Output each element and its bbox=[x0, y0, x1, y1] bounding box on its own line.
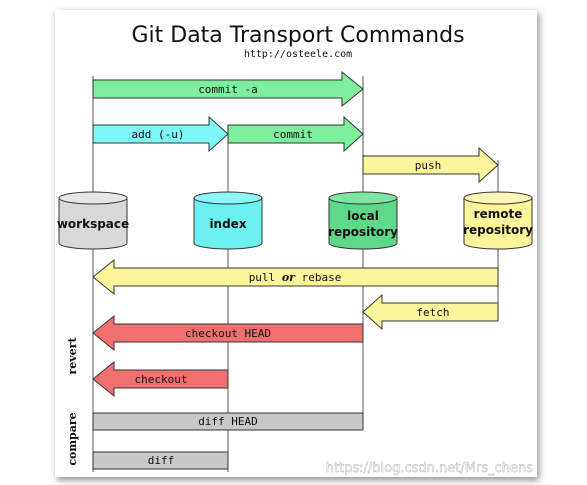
checkout-head-arrow: checkout HEAD bbox=[92, 314, 364, 352]
local-repository-repo: local repository bbox=[328, 191, 398, 250]
diagram-subtitle: http://osteele.com bbox=[244, 49, 352, 60]
commit-all-label: commit -a bbox=[198, 83, 258, 96]
workspace-label: workspace bbox=[57, 217, 129, 231]
pull-rebase-label: pull or rebase bbox=[249, 271, 342, 284]
checkout-arrow: checkout bbox=[92, 360, 229, 398]
add-arrow: add (-u) bbox=[92, 115, 229, 153]
index-repo: index bbox=[193, 191, 263, 250]
pull-rebase-arrow: pull or rebase bbox=[92, 258, 499, 296]
fetch-arrow: fetch bbox=[362, 293, 499, 331]
workspace-repo: workspace bbox=[57, 191, 129, 250]
checkout-label: checkout bbox=[135, 373, 188, 386]
commit-arrow: commit bbox=[227, 115, 364, 153]
diagram-card: Git Data Transport Commands http://ostee… bbox=[55, 10, 537, 477]
diff-head-label: diff HEAD bbox=[198, 415, 258, 428]
fetch-label: fetch bbox=[416, 306, 449, 319]
commit-all-arrow: commit -a bbox=[92, 70, 364, 108]
git-transport-diagram: Git Data Transport Commands http://ostee… bbox=[57, 23, 534, 476]
checkout-head-label: checkout HEAD bbox=[185, 327, 271, 340]
push-arrow: push bbox=[362, 146, 499, 184]
revert-side-label: revert bbox=[66, 337, 79, 375]
diff-bar: diff bbox=[92, 451, 229, 470]
push-label: push bbox=[415, 159, 442, 172]
commit-label: commit bbox=[273, 128, 313, 141]
compare-side-label: compare bbox=[66, 412, 79, 465]
diff-label: diff bbox=[148, 454, 175, 467]
diff-head-bar: diff HEAD bbox=[92, 412, 364, 431]
diagram-title: Git Data Transport Commands bbox=[131, 23, 464, 48]
remote-repository-repo: remote repository bbox=[463, 191, 533, 250]
local-label-line1: local bbox=[347, 209, 379, 223]
or-word: or bbox=[282, 271, 296, 284]
pull-word: pull bbox=[249, 271, 282, 284]
add-label: add (-u) bbox=[132, 128, 185, 141]
rebase-word: rebase bbox=[295, 271, 341, 284]
index-label: index bbox=[209, 217, 246, 231]
remote-label-line1: remote bbox=[474, 207, 523, 221]
watermark: https://blog.csdn.net/Mrs_chens bbox=[326, 461, 534, 476]
local-label-line2: repository bbox=[328, 225, 398, 239]
remote-label-line2: repository bbox=[463, 223, 533, 237]
